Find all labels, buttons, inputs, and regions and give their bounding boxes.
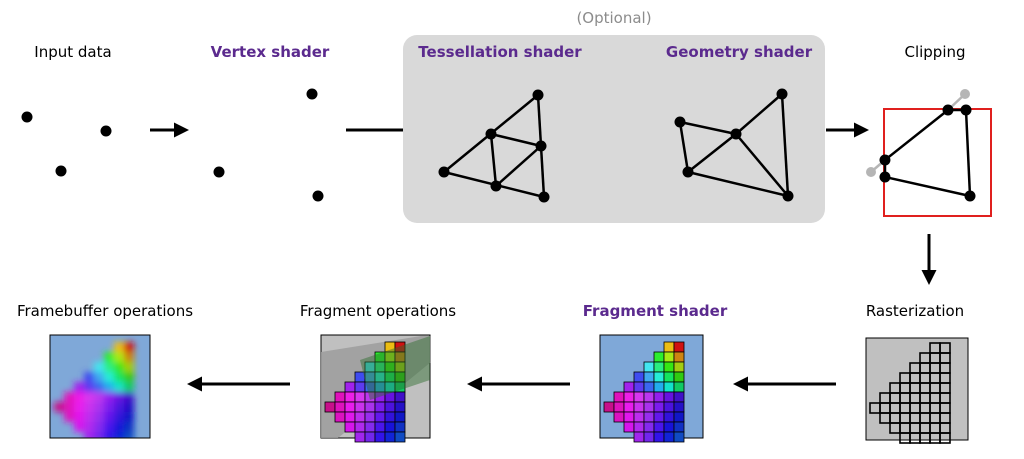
geometry-vertices [674,88,794,202]
tessellation-vertices [438,89,550,203]
input-data-points [21,111,112,177]
fragment-operations-panel [320,334,431,443]
stage-label-vertex-shader: Vertex shader [210,43,330,61]
framebuffer-operations-panel [49,334,151,439]
stage-label-framebuffer-operations: Framebuffer operations [16,302,194,320]
stage-label-rasterization: Rasterization [865,302,965,320]
optional-stages-box [403,35,825,223]
stage-label-fragment-shader: Fragment shader [582,302,728,320]
rasterization-panel [865,337,969,444]
stage-label-fragment-operations: Fragment operations [299,302,457,320]
stage-label-geometry-shader: Geometry shader [665,43,813,61]
vertex-shader-points [213,88,324,202]
fragment-shader-panel [599,334,704,443]
stage-label-input-data: Input data [34,43,112,61]
stage-label-clipping: Clipping [904,43,966,61]
geometry-mesh [678,93,790,198]
optional-label: (Optional) [576,9,652,27]
clipping-figure [866,89,992,217]
stage-label-tessellation-shader: Tessellation shader [418,43,582,61]
